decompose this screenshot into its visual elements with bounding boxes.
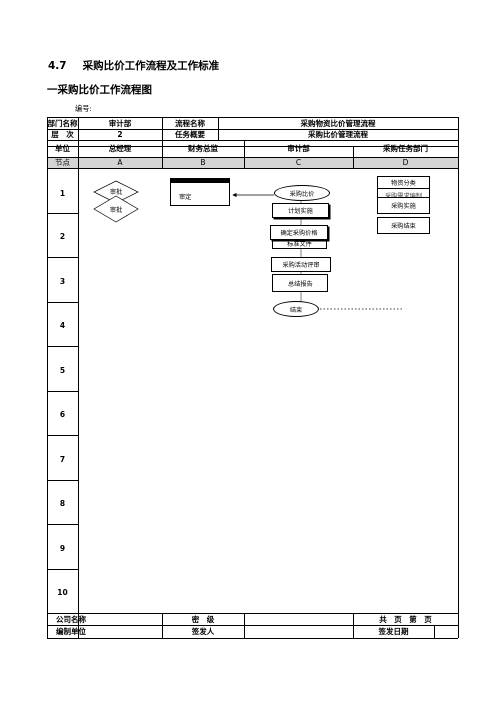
- review-box: 审定: [170, 178, 230, 206]
- finish-box: 采购结束: [377, 217, 430, 234]
- node-c: C: [295, 158, 302, 167]
- section-title: 采购比价工作流程及工作标准: [82, 60, 220, 72]
- level-value: 2: [117, 130, 123, 139]
- section-subtitle: 一采购比价工作流程图: [47, 84, 152, 96]
- pages-label: 共 页 第 页: [379, 614, 432, 624]
- task-label: 任务概要: [175, 130, 205, 139]
- issue-date-label: 签发日期: [378, 627, 409, 636]
- dept-label: 部门名称: [47, 118, 78, 128]
- unit-col-c: 审计部: [287, 144, 310, 153]
- node-b: B: [200, 158, 206, 167]
- section-number: 4.7: [48, 60, 67, 72]
- start-purchase-compare: 采购比价: [274, 185, 330, 201]
- node-label: 节点: [55, 158, 70, 167]
- section-heading: 4.7 采购比价工作流程及工作标准: [48, 58, 219, 73]
- unit-col-a: 总经理: [108, 144, 132, 153]
- dept-value: 审计部: [108, 118, 132, 128]
- compiler-label: 编制单位: [56, 627, 86, 636]
- row-number: 10: [57, 588, 68, 597]
- row-number: 1: [59, 189, 66, 198]
- confirm-price-box: 确定采购价格: [270, 225, 328, 240]
- approve-diamond-front: [93, 195, 139, 223]
- node-d: D: [402, 158, 409, 167]
- review-label: 审定: [179, 194, 192, 201]
- node-row-shade: [47, 157, 458, 168]
- unit-col-b: 财务总监: [188, 144, 218, 153]
- row-number: 2: [59, 232, 66, 241]
- review-activity-box: 采购活动评审: [271, 257, 331, 272]
- unit-label: 单位: [55, 144, 70, 153]
- row-number: 5: [59, 366, 66, 375]
- secret-label: 密 级: [191, 614, 215, 624]
- summary-report-box: 总结报告: [272, 274, 328, 292]
- code-label: 编号:: [75, 104, 92, 113]
- node-a: A: [117, 158, 123, 167]
- implement-box: 采购实施: [377, 197, 430, 214]
- end-terminal: 结束: [273, 301, 319, 317]
- level-label: 层 次: [51, 130, 74, 139]
- row-number: 4: [59, 321, 66, 330]
- row-number: 9: [59, 544, 66, 553]
- approve-label-back: 审批: [109, 189, 123, 196]
- row-number: 7: [59, 455, 66, 464]
- issuer-label: 签发人: [191, 627, 215, 636]
- task-value: 采购比价管理流程: [308, 130, 368, 139]
- flow-label: 流程名称: [175, 118, 205, 128]
- company-label: 公司名称: [56, 614, 86, 624]
- row-number: 6: [59, 410, 66, 419]
- row-number: 3: [59, 277, 66, 286]
- unit-col-d: 采购任务部门: [383, 144, 428, 153]
- row-number: 8: [59, 499, 66, 508]
- classify-box: 物资分类: [377, 176, 430, 189]
- plan-implement-box: 计划实施: [272, 203, 329, 218]
- flow-value: 采购物资比价管理流程: [300, 118, 376, 128]
- approve-label-front: 审批: [109, 207, 123, 214]
